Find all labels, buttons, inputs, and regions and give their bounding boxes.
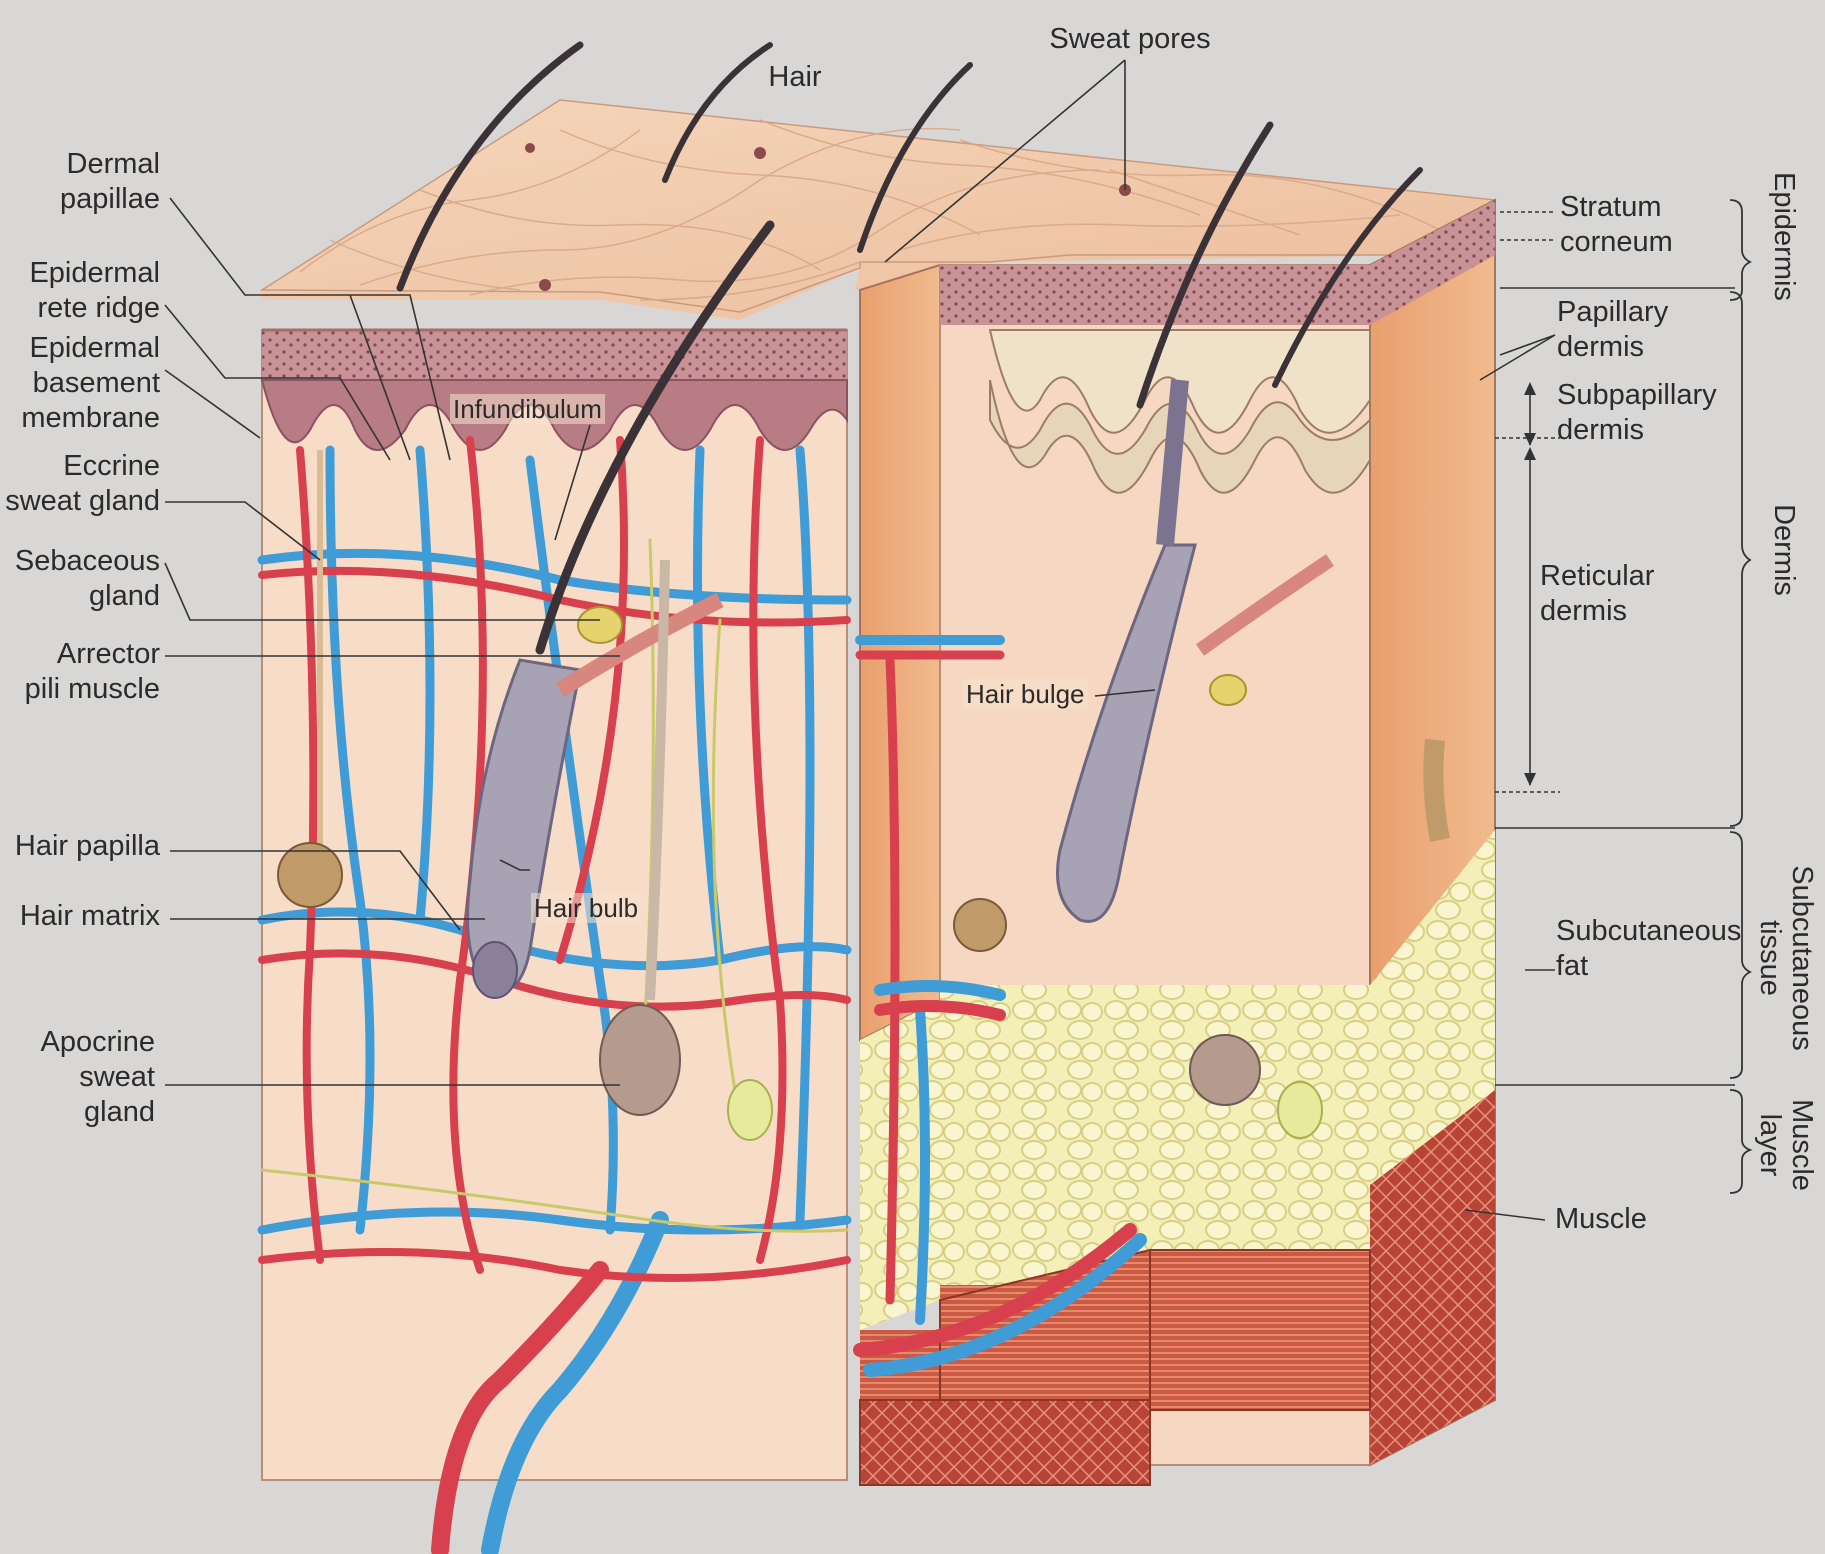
right-block-vessels bbox=[853, 635, 1147, 1377]
label-basement-line2: basement bbox=[32, 367, 160, 399]
label-hair-papilla: Hair papilla bbox=[14, 830, 160, 862]
label-eccrine-line2: sweat gland bbox=[5, 485, 160, 517]
label-epidermal-basement-membrane: Epidermal basement membrane bbox=[10, 331, 160, 436]
label-sebaceous-gland: Sebaceous gland bbox=[0, 544, 160, 614]
layer-subcutaneous-tissue: Subcutaneous tissue bbox=[1754, 858, 1818, 1058]
hair-follicle-right bbox=[1056, 379, 1334, 923]
label-stratum-line2: corneum bbox=[1560, 226, 1673, 258]
label-dermal-papillae-line2: papillae bbox=[60, 183, 160, 215]
label-subcutaneous-fat-line2: fat bbox=[1556, 950, 1589, 982]
label-papillary-dermis: Papillary dermis bbox=[1557, 295, 1668, 365]
label-subcutaneous-fat: Subcutaneous fat bbox=[1556, 914, 1741, 984]
label-stratum-corneum: Stratum corneum bbox=[1560, 190, 1673, 260]
label-epidermal-rete-ridge: Epidermal rete ridge bbox=[10, 256, 160, 326]
label-papillary-line2: dermis bbox=[1557, 331, 1645, 363]
hair-follicle-left bbox=[466, 592, 724, 999]
label-apocrine-sweat-gland: Apocrine sweat gland bbox=[0, 1025, 155, 1130]
label-rete-ridge-line1: Epidermal bbox=[29, 257, 160, 289]
hair-shafts bbox=[396, 41, 1423, 655]
label-eccrine-sweat-gland: Eccrine sweat gland bbox=[0, 449, 160, 519]
label-reticular-line1: Reticular bbox=[1540, 560, 1655, 592]
layer-muscle-layer: Muscle layer bbox=[1754, 1090, 1818, 1200]
label-apocrine-line1: Apocrine bbox=[40, 1026, 155, 1058]
label-hair-bulb: Hair bulb bbox=[531, 893, 642, 923]
label-hair-bulge: Hair bulge bbox=[963, 679, 1088, 709]
label-reticular-line2: dermis bbox=[1540, 595, 1628, 627]
label-apocrine-line3: gland bbox=[84, 1096, 155, 1128]
label-subpapillary-line2: dermis bbox=[1557, 414, 1645, 446]
label-basement-line1: Epidermal bbox=[29, 332, 160, 364]
label-rete-ridge-line2: rete ridge bbox=[37, 292, 160, 324]
label-subcutaneous-fat-line1: Subcutaneous bbox=[1556, 915, 1742, 947]
label-dermal-papillae-line1: Dermal bbox=[66, 148, 160, 180]
arrowheads bbox=[1524, 382, 1536, 786]
layer-subcutaneous-line2: tissue bbox=[1754, 920, 1786, 996]
label-basement-line3: membrane bbox=[21, 402, 160, 434]
label-stratum-line1: Stratum bbox=[1560, 191, 1662, 223]
layer-muscle-line1: Muscle bbox=[1786, 1099, 1818, 1191]
label-hair-matrix: Hair matrix bbox=[19, 900, 160, 932]
layer-dermis: Dermis bbox=[1768, 504, 1800, 596]
label-eccrine-line1: Eccrine bbox=[63, 450, 160, 482]
label-infundibulum: Infundibulum bbox=[450, 394, 605, 424]
label-reticular-dermis: Reticular dermis bbox=[1540, 559, 1654, 629]
layer-epidermis: Epidermis bbox=[1768, 172, 1800, 301]
label-arrector-line1: Arrector bbox=[56, 638, 160, 670]
blood-vessels bbox=[257, 436, 852, 1554]
glands bbox=[277, 450, 1450, 1141]
layer-subcutaneous-line1: Subcutaneous bbox=[1786, 865, 1818, 1051]
layer-muscle-line2: layer bbox=[1754, 1113, 1786, 1177]
label-subpapillary-line1: Subpapillary bbox=[1557, 379, 1717, 411]
leader-lines bbox=[164, 59, 1735, 1221]
right-block bbox=[859, 198, 1496, 1486]
layer-brackets bbox=[1729, 199, 1753, 1194]
label-sebaceous-line2: gland bbox=[89, 580, 160, 612]
label-papillary-line1: Papillary bbox=[1557, 296, 1669, 328]
label-arrector-line2: pili muscle bbox=[24, 673, 160, 705]
label-sweat-pores: Sweat pores bbox=[1049, 23, 1211, 55]
label-arrector-pili-muscle: Arrector pili muscle bbox=[0, 637, 160, 707]
label-sebaceous-line1: Sebaceous bbox=[14, 545, 160, 577]
label-muscle: Muscle bbox=[1555, 1203, 1647, 1235]
label-dermal-papillae: Dermal papillae bbox=[20, 147, 160, 217]
label-hair: Hair bbox=[768, 61, 822, 93]
label-subpapillary-dermis: Subpapillary dermis bbox=[1557, 378, 1717, 448]
label-apocrine-line2: sweat bbox=[79, 1061, 155, 1093]
